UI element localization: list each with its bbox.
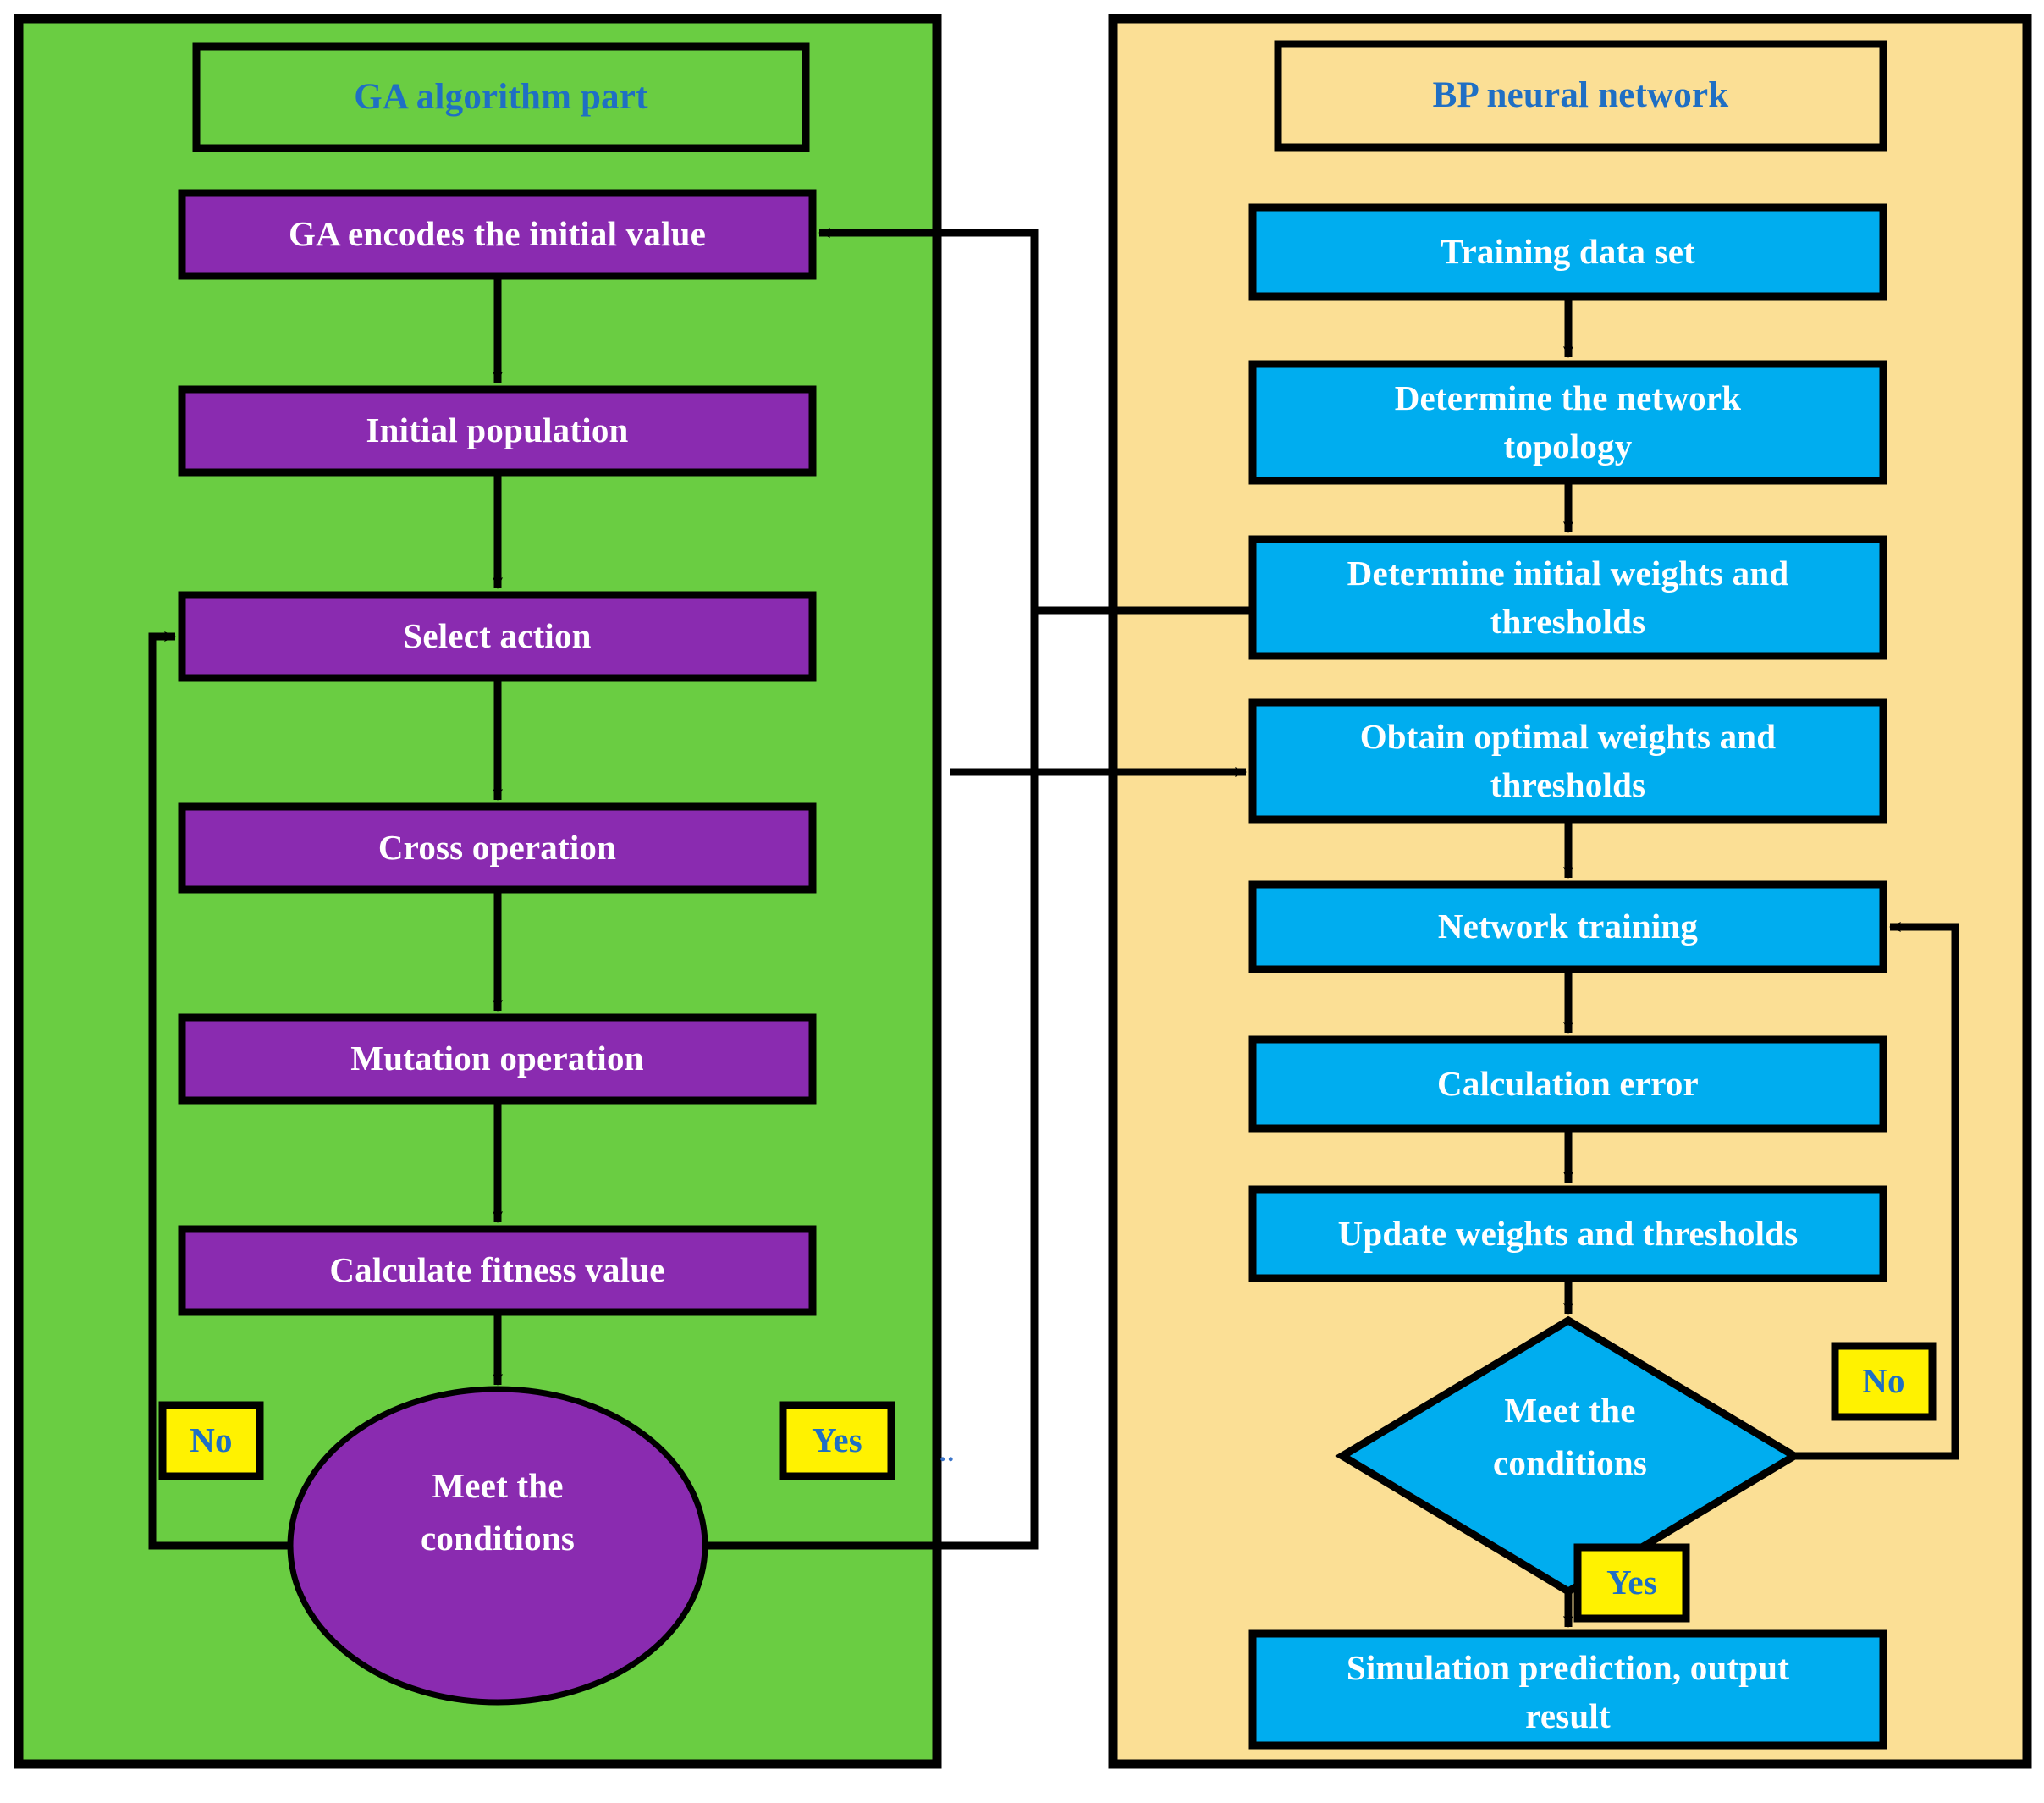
tag-ga-yes-box [779,1401,895,1480]
node-calculate-fitness [178,1225,817,1316]
node-select-action [178,591,817,682]
tag-ga-no-box [158,1401,264,1480]
node-determine-initial-weights [1248,535,1887,660]
tag-bp-yes-box [1573,1543,1690,1623]
node-calculation-error [1248,1035,1887,1133]
node-bp-title [1274,40,1887,152]
node-mutation-operation [178,1013,817,1105]
node-determine-topology [1248,360,1887,485]
node-cross-operation [178,802,817,894]
node-network-training [1248,880,1887,973]
edge-ga-yes-to-encode [705,228,1039,1550]
tag-bp-no-box [1831,1342,1937,1421]
edge-bp-no-loop [1794,922,1959,1460]
edge-ga-no-loop [148,631,290,1550]
node-ga-meet-conditions [287,1386,708,1706]
stray-dot-mark: .. [939,1439,956,1467]
node-ga-encode [178,189,817,280]
node-ga-title [192,42,810,152]
node-simulation-prediction [1248,1629,1887,1750]
node-obtain-optimal-weights [1248,698,1887,824]
node-training-data-set [1248,203,1887,300]
node-initial-population [178,385,817,477]
node-update-weights [1248,1185,1887,1282]
